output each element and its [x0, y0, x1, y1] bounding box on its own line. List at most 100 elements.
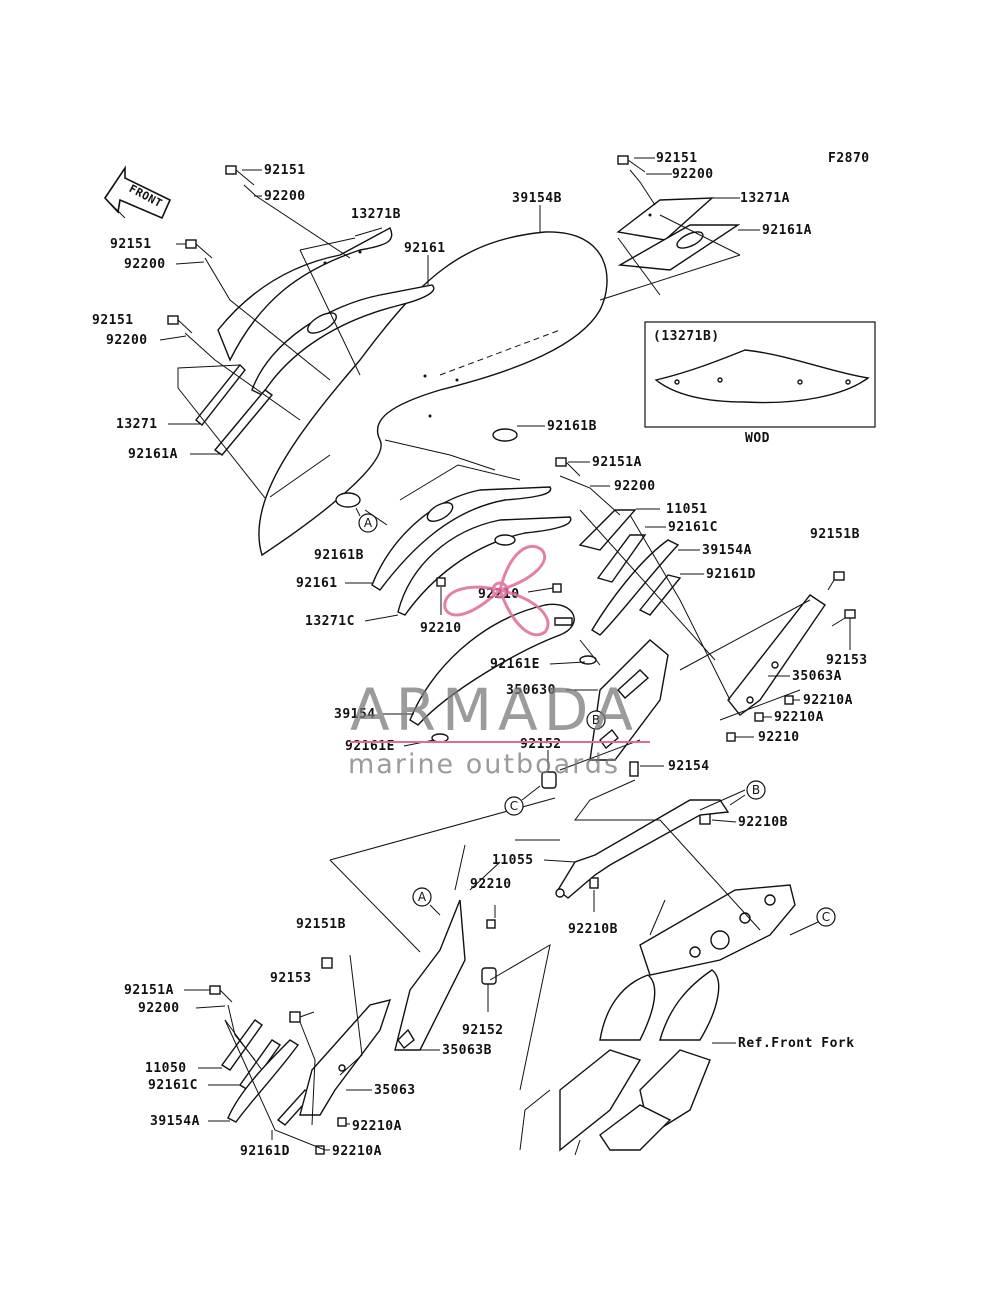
label-92161b-left: 92161B [314, 548, 364, 563]
label-13271: 13271 [116, 417, 158, 432]
label-92152-upper: 92152 [520, 737, 562, 752]
label-92200-top-right: 92200 [672, 167, 714, 182]
label-13271c: 13271C [305, 614, 355, 629]
svg-text:C: C [510, 799, 518, 813]
label-92200-lower: 92200 [138, 1001, 180, 1016]
svg-text:B: B [752, 783, 760, 797]
label-11050: 11050 [145, 1061, 187, 1076]
label-92200-right: 92200 [614, 479, 656, 494]
panel-92161a-right [617, 224, 741, 271]
part-labels: 92151 92200 13271B 92161 39154B 92151 92… [92, 151, 868, 1159]
plate-92161d-right [638, 574, 682, 616]
svg-text:A: A [364, 516, 373, 530]
label-39154a-lower: 39154A [150, 1114, 200, 1129]
bolts [167, 155, 856, 1023]
label-92151-top-left: 92151 [264, 163, 306, 178]
label-92210b-upper: 92210B [738, 815, 788, 830]
panel-92161a-left [213, 389, 274, 456]
label-92210a-right-2: 92210A [774, 710, 824, 725]
label-350630: 350630 [506, 683, 556, 698]
plate-92161c-right [596, 534, 647, 583]
callout-a-upper: A [355, 507, 378, 533]
watermark-brand: ARMADA [350, 676, 639, 744]
figure-code: F2870 [828, 151, 870, 166]
callout-b-upper: B [586, 710, 606, 730]
label-11055: 11055 [492, 853, 534, 868]
label-92161-top: 92161 [404, 241, 446, 256]
label-92210-right: 92210 [758, 730, 800, 745]
label-92161e-upper: 92161E [490, 657, 540, 672]
inset-title: (13271B) [653, 329, 720, 344]
label-92161a-left: 92161A [128, 447, 178, 462]
label-35063b: 35063B [442, 1043, 492, 1058]
label-92161-middle: 92161 [296, 576, 338, 591]
label-92151b-right: 92151B [810, 527, 860, 542]
panel-13271 [195, 363, 246, 427]
label-92153-lower: 92153 [270, 971, 312, 986]
label-35063: 35063 [374, 1083, 416, 1098]
callout-a-lower: A [412, 887, 441, 916]
label-92152-lower: 92152 [462, 1023, 504, 1038]
bracket-350630 [589, 639, 669, 761]
label-92161d-lower: 92161D [240, 1144, 290, 1159]
label-13271a: 13271A [740, 191, 790, 206]
callout-c-left: C [504, 785, 541, 816]
label-39154b: 39154B [512, 191, 562, 206]
watermark-tagline: marine outboards [348, 749, 620, 780]
label-92161d-right: 92161D [706, 567, 756, 582]
bracket-35063 [299, 999, 392, 1116]
label-35063a: 35063A [792, 669, 842, 684]
label-11051: 11051 [666, 502, 708, 517]
shield-39154a-right [591, 539, 680, 636]
cover-13271b [217, 227, 393, 362]
grommet-92161b-lower [335, 492, 361, 508]
label-92151b-lower: 92151B [296, 917, 346, 932]
bracket-35063b [394, 899, 466, 1051]
inset-13271b: (13271B) WOD [644, 321, 876, 446]
label-92200-left-2: 92200 [106, 333, 148, 348]
watermark-propeller-logo [443, 544, 550, 637]
label-92210b-lower: 92210B [568, 922, 618, 937]
label-92151a-right: 92151A [592, 455, 642, 470]
label-39154a-right: 39154A [702, 543, 752, 558]
cover-92161 [251, 284, 435, 396]
label-92200-top-left: 92200 [264, 189, 306, 204]
stay-11055 [555, 799, 730, 899]
label-92200-left-1: 92200 [124, 257, 166, 272]
label-92210a-lower-1: 92210A [352, 1119, 402, 1134]
bracket-35063a [727, 594, 826, 716]
label-92161b-right: 92161B [547, 419, 597, 434]
svg-text:B: B [592, 713, 600, 727]
callout-c-right: C [789, 907, 836, 936]
callout-b-lower: B [729, 780, 766, 806]
label-92154: 92154 [668, 759, 710, 774]
label-92161c-lower: 92161C [148, 1078, 198, 1093]
front-fork [519, 884, 796, 1156]
label-92151a-lower: 92151A [124, 983, 174, 998]
label-92210a-lower-2: 92210A [332, 1144, 382, 1159]
front-direction-arrow: FRONT [103, 165, 172, 220]
label-92210a-right-1: 92210A [803, 693, 853, 708]
shield-39154a-lower [227, 1039, 300, 1123]
label-92151-top-right: 92151 [656, 151, 698, 166]
cover-92161-middle [371, 486, 552, 591]
plate-11050 [220, 1019, 263, 1071]
svg-text:C: C [822, 910, 830, 924]
plate-11051-right [578, 509, 637, 551]
cover-13271c [397, 516, 572, 616]
label-92151-left-1: 92151 [110, 237, 152, 252]
watermark: ARMADA marine outboards [348, 544, 650, 780]
inset-caption: WOD [745, 431, 770, 446]
svg-text:A: A [418, 890, 427, 904]
label-92153-right: 92153 [826, 653, 868, 668]
label-13271b: 13271B [351, 207, 401, 222]
label-92210-lower: 92210 [470, 877, 512, 892]
windshield-39154b [258, 231, 608, 557]
leader-lines [177, 169, 811, 1151]
label-92161c-right: 92161C [668, 520, 718, 535]
label-39154: 39154 [334, 707, 376, 722]
label-92161a-top-right: 92161A [762, 223, 812, 238]
grommet-92161b-upper [492, 428, 518, 442]
reference-front-fork: Ref.Front Fork [738, 1036, 855, 1051]
